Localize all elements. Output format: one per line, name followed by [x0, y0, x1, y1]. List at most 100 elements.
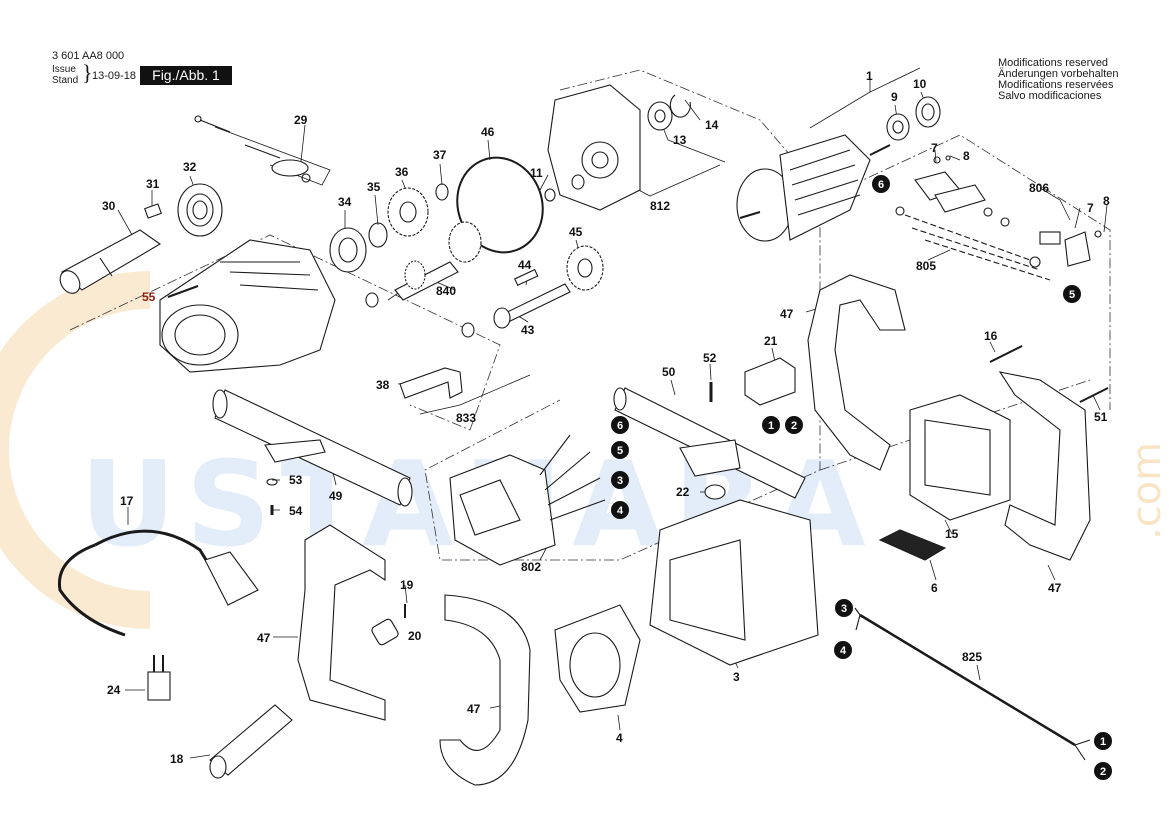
label-part-21: 21	[764, 334, 778, 348]
svg-text:3: 3	[841, 603, 847, 615]
brush-area-boundary	[819, 134, 1111, 410]
label-part-1: 1	[866, 69, 873, 83]
notice-en: Modifications reserved	[998, 57, 1109, 69]
svg-text:5: 5	[1069, 289, 1075, 301]
notice-es: Salvo modificaciones	[998, 90, 1102, 102]
label-part-52: 52	[703, 351, 717, 365]
marker-2-switch: 2	[785, 416, 803, 434]
label-part-47-top: 47	[780, 307, 794, 321]
handle-47-top	[807, 274, 906, 471]
figure-tag: Fig./Abb. 1	[140, 66, 232, 85]
issue-label: Issue Stand	[52, 64, 78, 86]
ball-bearing-34	[329, 227, 367, 273]
tube-49	[212, 389, 413, 515]
label-part-806: 806	[1029, 181, 1049, 195]
marker-4-field: 4	[611, 501, 629, 519]
marker-3-field: 3	[611, 471, 629, 489]
key-44	[514, 268, 539, 287]
label-part-7-right: 7	[1087, 201, 1094, 215]
label-part-9: 9	[891, 90, 898, 104]
notice-fr: Modifications reservées	[998, 79, 1114, 91]
svg-text:2: 2	[791, 420, 797, 432]
label-part-18: 18	[170, 752, 184, 766]
label-part-13: 13	[673, 133, 687, 147]
label-part-34: 34	[338, 195, 352, 209]
label-part-32: 32	[183, 160, 197, 174]
label-part-46: 46	[481, 125, 495, 139]
label-part-53: 53	[289, 473, 303, 487]
issue-brace: }	[82, 60, 93, 85]
marker-2-cable: 2	[1094, 762, 1112, 780]
label-part-20: 20	[408, 629, 422, 643]
gear-housing	[159, 239, 336, 373]
marker-4-cable: 4	[834, 641, 852, 659]
label-part-54: 54	[289, 504, 303, 518]
label-part-51: 51	[1094, 410, 1108, 424]
bearing-13	[647, 101, 673, 131]
label-part-31: 31	[146, 177, 160, 191]
grommet-22	[704, 484, 726, 500]
cable-825	[854, 607, 1091, 761]
marker-1-cable: 1	[1094, 732, 1112, 750]
field-winding-802	[449, 434, 606, 566]
svg-text:4: 4	[840, 645, 847, 657]
svg-text:1: 1	[768, 420, 774, 432]
brush-holder-806	[895, 155, 1102, 268]
label-part-22: 22	[676, 485, 690, 499]
issue-date: 13-09-18	[92, 70, 137, 82]
label-part-38: 38	[376, 378, 390, 392]
o-ring-46	[456, 156, 544, 254]
switch-21	[744, 357, 796, 406]
bearing-9	[886, 113, 910, 141]
key-part	[144, 203, 162, 219]
label-part-55: 55	[142, 290, 156, 304]
label-part-10: 10	[913, 77, 927, 91]
bearing-10	[915, 96, 941, 128]
label-part-49: 49	[329, 489, 343, 503]
label-part-45: 45	[569, 225, 583, 239]
svg-text:4: 4	[617, 505, 624, 517]
power-cable-17	[57, 529, 259, 637]
label-part-825: 825	[962, 650, 982, 664]
handle-47-right	[998, 371, 1091, 561]
gear-shaft-840	[365, 221, 482, 308]
circlip-35	[368, 222, 388, 248]
svg-text:3: 3	[617, 475, 623, 487]
label-part-16: 16	[984, 329, 998, 343]
marker-3-cable: 3	[835, 599, 853, 617]
circlip-14	[669, 94, 691, 118]
marker-6-field: 6	[611, 416, 629, 434]
gear-36	[387, 187, 429, 237]
capacitor-24	[147, 655, 171, 701]
modifications-notice: Modifications reserved Änderungen vorbeh…	[998, 58, 1118, 102]
label-part-43: 43	[521, 323, 535, 337]
fan-ring-4	[554, 604, 641, 713]
watermark-arc	[0, 271, 151, 629]
label-part-24: 24	[107, 683, 121, 697]
svg-text:6: 6	[878, 179, 884, 191]
svg-text:5: 5	[617, 445, 623, 457]
label-part-11: 11	[530, 166, 543, 180]
housing-cover-15	[909, 394, 1011, 521]
label-part-8-right: 8	[1103, 194, 1110, 208]
armature-1	[736, 134, 891, 242]
marker-1-switch: 1	[762, 416, 780, 434]
motor-housing-3	[649, 499, 819, 666]
gear-45	[566, 245, 604, 291]
label-part-833: 833	[456, 411, 476, 425]
shaft-43	[461, 283, 571, 338]
bearing-flange-812	[544, 84, 641, 211]
screw-set-29	[194, 115, 311, 183]
auxiliary-grip-18	[209, 704, 293, 779]
handle-47-left	[297, 524, 386, 721]
label-part-37: 37	[433, 148, 447, 162]
label-part-47-bottom: 47	[467, 702, 481, 716]
screw-51	[1079, 387, 1109, 403]
spindle-part	[59, 229, 162, 294]
svg-text:6: 6	[617, 420, 623, 432]
issue-label-lines: Issue Stand	[52, 64, 79, 86]
ball-bearing-32	[177, 183, 223, 237]
label-part-47-right: 47	[1048, 581, 1062, 595]
handle-47-bottom	[439, 594, 531, 786]
